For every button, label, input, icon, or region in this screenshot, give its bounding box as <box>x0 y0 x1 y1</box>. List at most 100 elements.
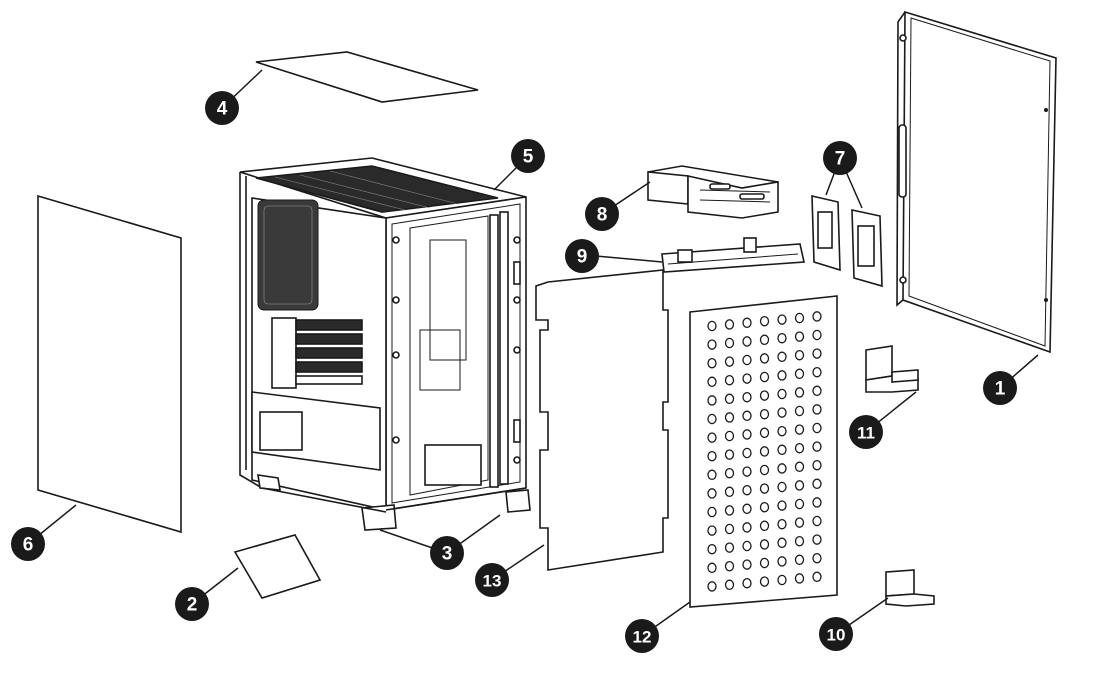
callout-9: 9 <box>565 239 599 273</box>
perforation-hole <box>812 552 822 564</box>
callout-10: 10 <box>819 617 853 651</box>
perforation-hole <box>777 332 787 344</box>
perforation-hole <box>742 559 752 570</box>
perforation-hole <box>812 422 822 434</box>
callout-13: 13 <box>475 563 509 597</box>
svg-text:1: 1 <box>995 379 1006 400</box>
perforation-hole <box>794 573 805 584</box>
perforation-hole <box>812 385 822 397</box>
perforation-hole <box>777 388 787 400</box>
callout-8: 8 <box>585 197 619 231</box>
svg-text:7: 7 <box>835 149 846 170</box>
perforation-hole <box>742 577 752 589</box>
part-11-l-bracket <box>865 345 919 393</box>
perforation-hole <box>707 488 717 499</box>
perforation-hole <box>742 354 752 366</box>
perforation-hole <box>742 391 752 403</box>
perforation-hole <box>777 407 787 418</box>
perforation-hole <box>812 571 822 583</box>
svg-text:13: 13 <box>483 572 502 591</box>
rear-fan-mesh <box>257 199 319 311</box>
perforation-hole <box>742 447 752 459</box>
perforation-hole <box>707 581 717 592</box>
perforation-hole <box>794 331 805 342</box>
perforation-hole <box>777 500 787 511</box>
perforation-hole <box>794 480 805 491</box>
svg-text:6: 6 <box>23 535 34 556</box>
perforation-holes <box>707 311 822 592</box>
callout-11: 11 <box>849 415 883 449</box>
callout-12: 12 <box>625 619 659 653</box>
perforation-hole <box>724 374 735 386</box>
perforation-hole <box>759 408 770 420</box>
svg-text:11: 11 <box>857 424 875 443</box>
callout-2: 2 <box>175 587 209 621</box>
perforation-hole <box>759 539 770 550</box>
perforation-hole <box>812 404 822 415</box>
perforation-hole <box>742 410 752 422</box>
perforation-hole <box>794 405 805 417</box>
perforation-hole <box>812 366 822 378</box>
perforation-hole <box>794 368 805 380</box>
svg-text:8: 8 <box>597 205 608 226</box>
perforation-hole <box>742 522 752 533</box>
perforation-hole <box>707 357 717 369</box>
svg-text:5: 5 <box>523 147 534 168</box>
perforation-hole <box>707 395 717 406</box>
perforation-hole <box>707 413 717 425</box>
perforation-hole <box>724 486 735 498</box>
perforation-hole <box>707 543 717 555</box>
perforation-hole <box>812 348 822 359</box>
callout-6: 6 <box>11 527 45 561</box>
perforation-hole <box>724 393 735 405</box>
part-7-mounting-plates <box>811 194 883 288</box>
perforation-hole <box>742 317 752 329</box>
perforation-hole <box>794 517 805 528</box>
perforation-hole <box>742 373 752 384</box>
perforation-hole <box>812 534 822 545</box>
perforation-hole <box>777 481 787 493</box>
perforation-hole <box>794 442 805 454</box>
perforation-hole <box>707 525 717 536</box>
perforation-hole <box>742 484 752 496</box>
perforation-hole <box>759 334 770 346</box>
perforation-hole <box>794 349 805 361</box>
perforation-hole <box>759 520 770 532</box>
part-2-bottom-filter <box>233 534 322 599</box>
perforation-hole <box>724 412 735 423</box>
perforation-hole <box>742 503 752 515</box>
callout-3: 3 <box>430 536 464 570</box>
perforation-hole <box>812 497 822 508</box>
part-6-glass-panel <box>37 194 182 534</box>
perforation-hole <box>777 314 787 325</box>
part-12-perforated-panel <box>689 295 838 608</box>
perforation-hole <box>707 506 717 518</box>
callout-1: 1 <box>983 371 1017 405</box>
perforation-hole <box>759 557 770 569</box>
perforation-hole <box>759 483 770 494</box>
perforation-hole <box>724 337 735 349</box>
perforation-hole <box>777 425 787 437</box>
perforation-hole <box>742 429 752 440</box>
perforation-hole <box>777 370 787 381</box>
perforation-hole <box>812 311 822 322</box>
perforation-hole <box>707 562 717 574</box>
perforation-hole <box>707 469 717 481</box>
perforation-hole <box>794 554 805 566</box>
perforation-hole <box>707 450 717 462</box>
svg-text:4: 4 <box>217 99 228 120</box>
svg-text:12: 12 <box>633 628 652 647</box>
perforation-hole <box>707 339 717 350</box>
perforation-hole <box>707 320 717 332</box>
perforation-hole <box>777 556 787 567</box>
perforation-hole <box>742 336 752 347</box>
perforation-hole <box>777 351 787 363</box>
perforation-hole <box>724 560 735 572</box>
perforation-hole <box>812 441 822 452</box>
perforation-hole <box>759 390 770 401</box>
perforation-hole <box>812 478 822 490</box>
part-3-feet <box>257 474 531 531</box>
perforation-hole <box>812 459 822 471</box>
svg-text:9: 9 <box>577 247 588 268</box>
